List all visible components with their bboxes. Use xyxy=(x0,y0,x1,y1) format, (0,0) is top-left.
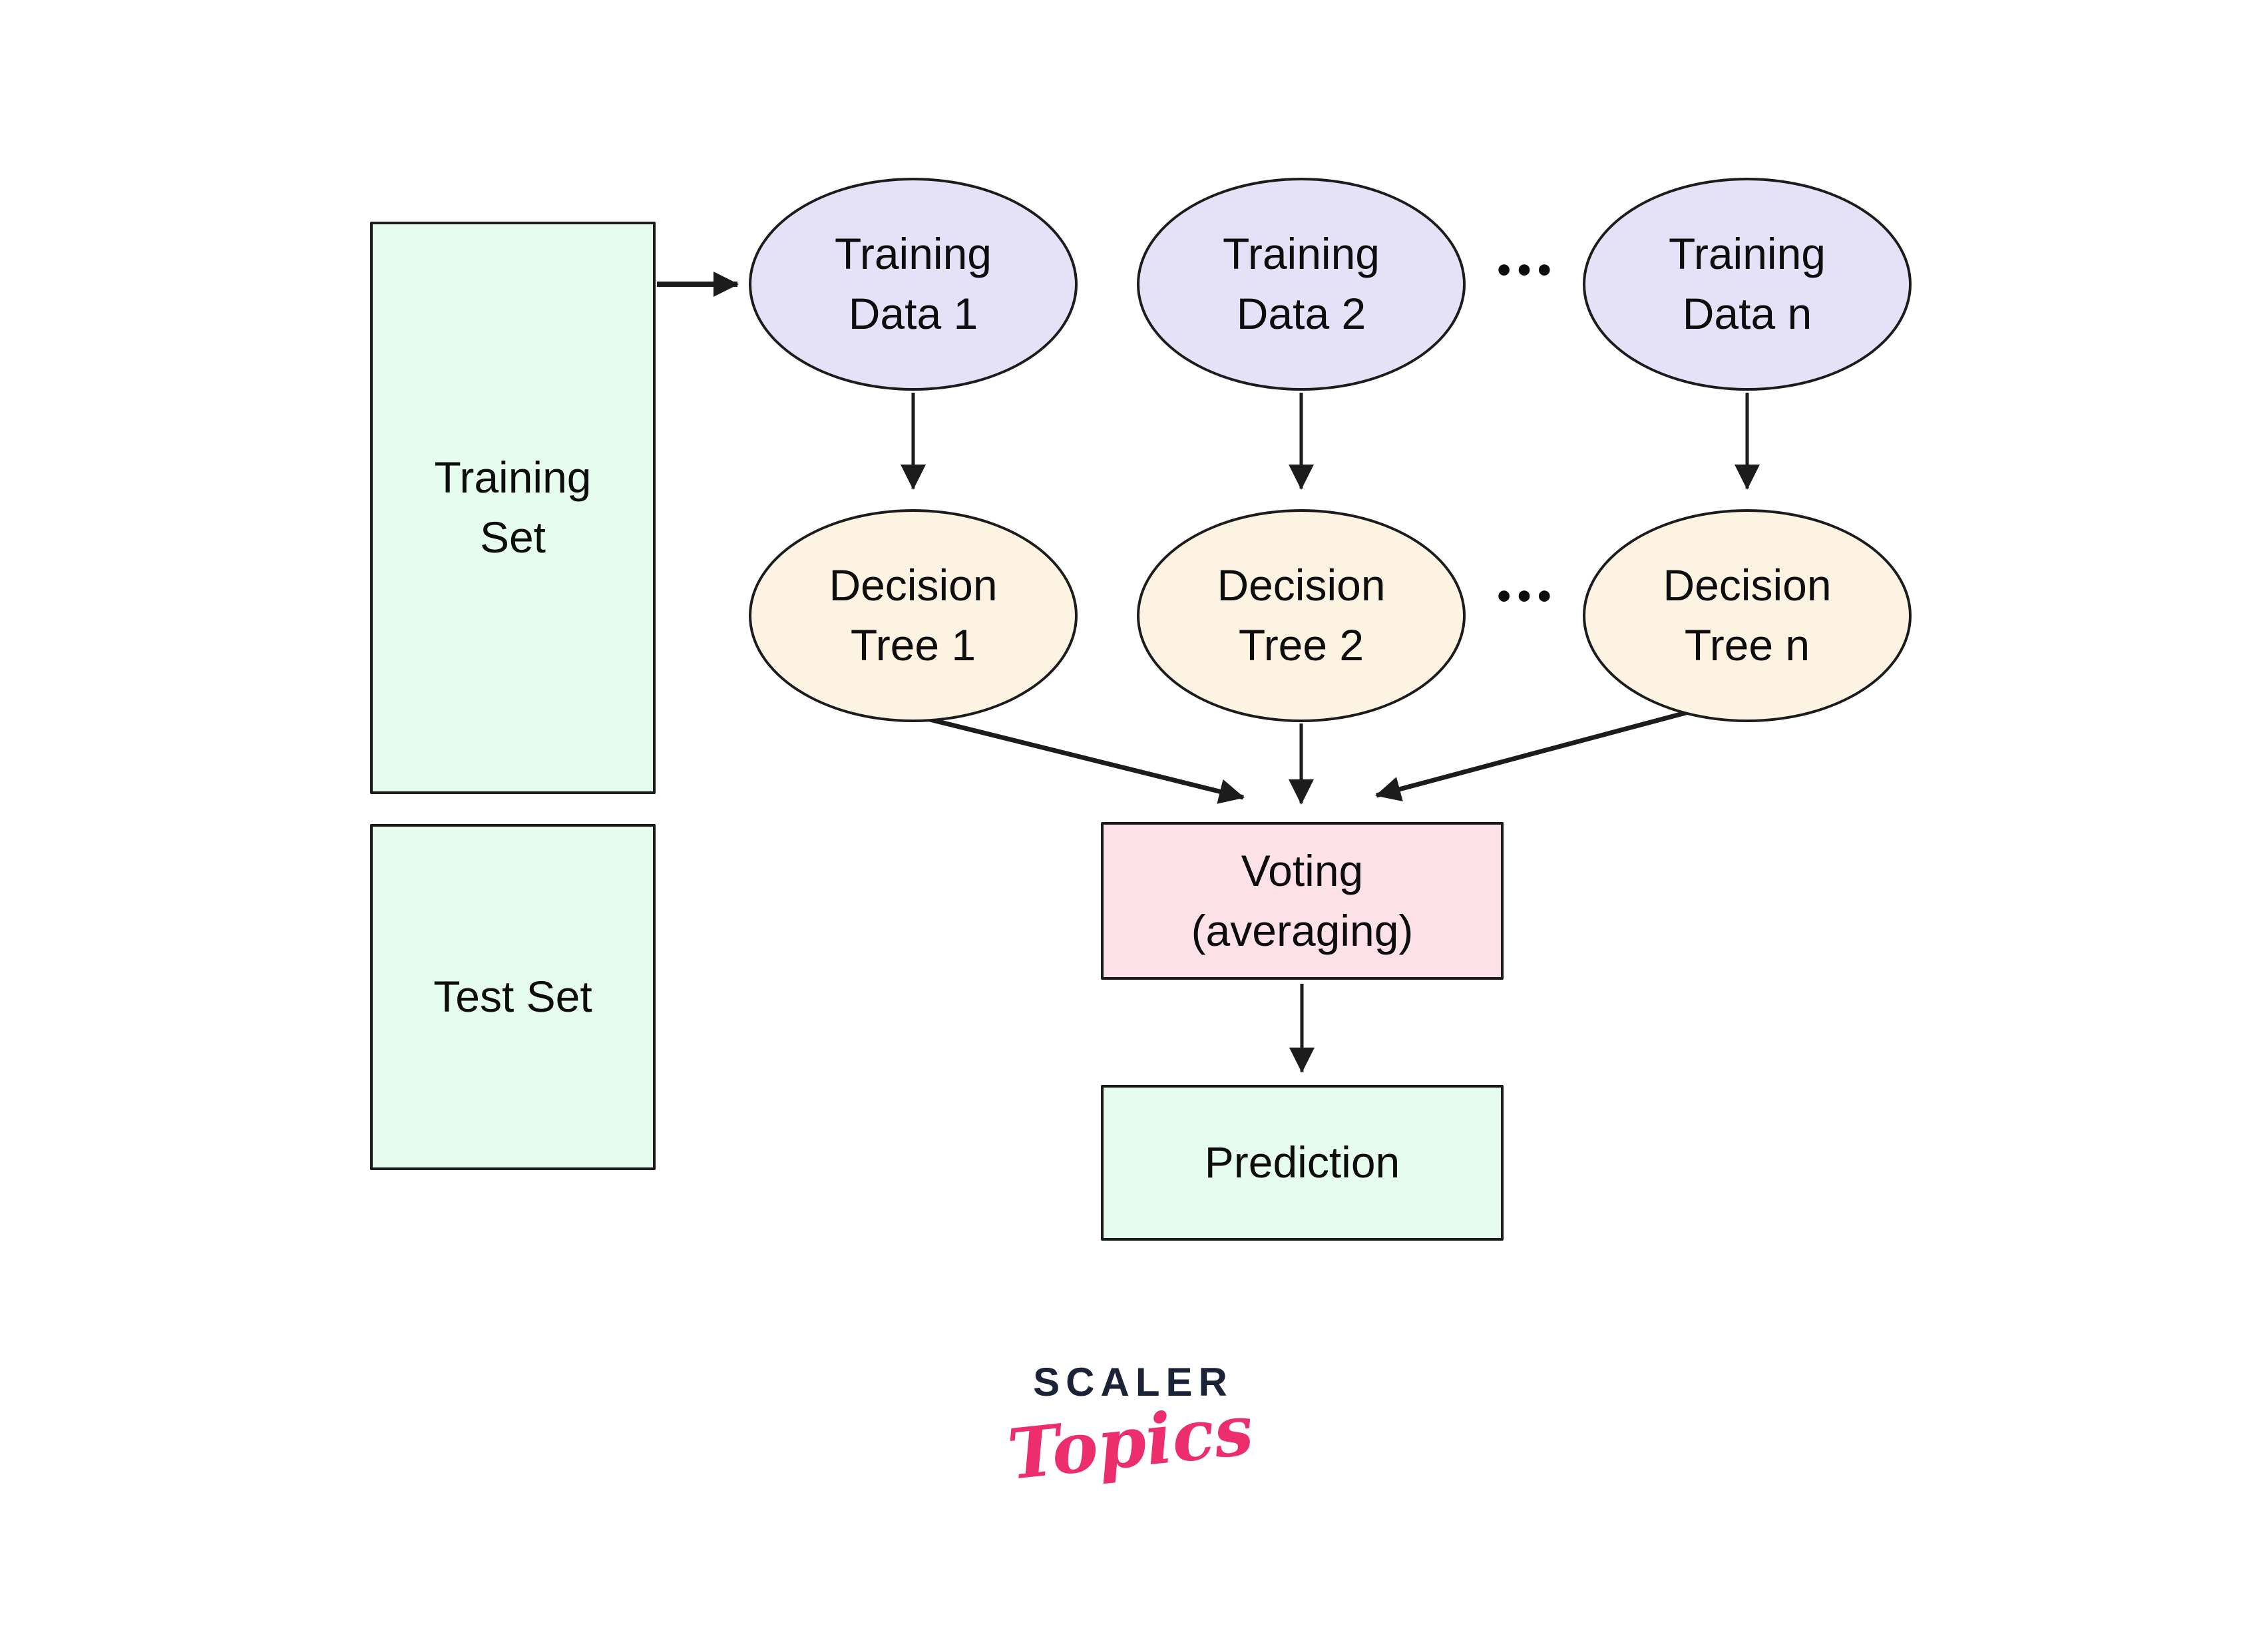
test-set-box: Test Set xyxy=(370,824,656,1170)
ellipsis-decision-trees: ••• xyxy=(1497,574,1558,618)
arrow-treen-to-voting xyxy=(1375,706,1701,802)
training-set-box: Training Set xyxy=(370,222,656,794)
prediction-box: Prediction xyxy=(1101,1085,1504,1241)
training-data-2-node: Training Data 2 xyxy=(1137,178,1466,391)
decision-tree-2-node: Decision Tree 2 xyxy=(1137,509,1466,722)
training-data-n-node: Training Data n xyxy=(1583,178,1912,391)
decision-tree-n-node: Decision Tree n xyxy=(1583,509,1912,722)
voting-box: Voting (averaging) xyxy=(1101,822,1504,980)
decision-tree-1-node: Decision Tree 1 xyxy=(749,509,1078,722)
scaler-topics-logo: SCALER Topics xyxy=(930,1359,1330,1496)
training-data-1-node: Training Data 1 xyxy=(749,178,1078,391)
ellipsis-training-data: ••• xyxy=(1497,248,1558,292)
arrow-tree1-to-voting xyxy=(921,715,1245,804)
logo-brand-text: SCALER xyxy=(1033,1360,1233,1404)
